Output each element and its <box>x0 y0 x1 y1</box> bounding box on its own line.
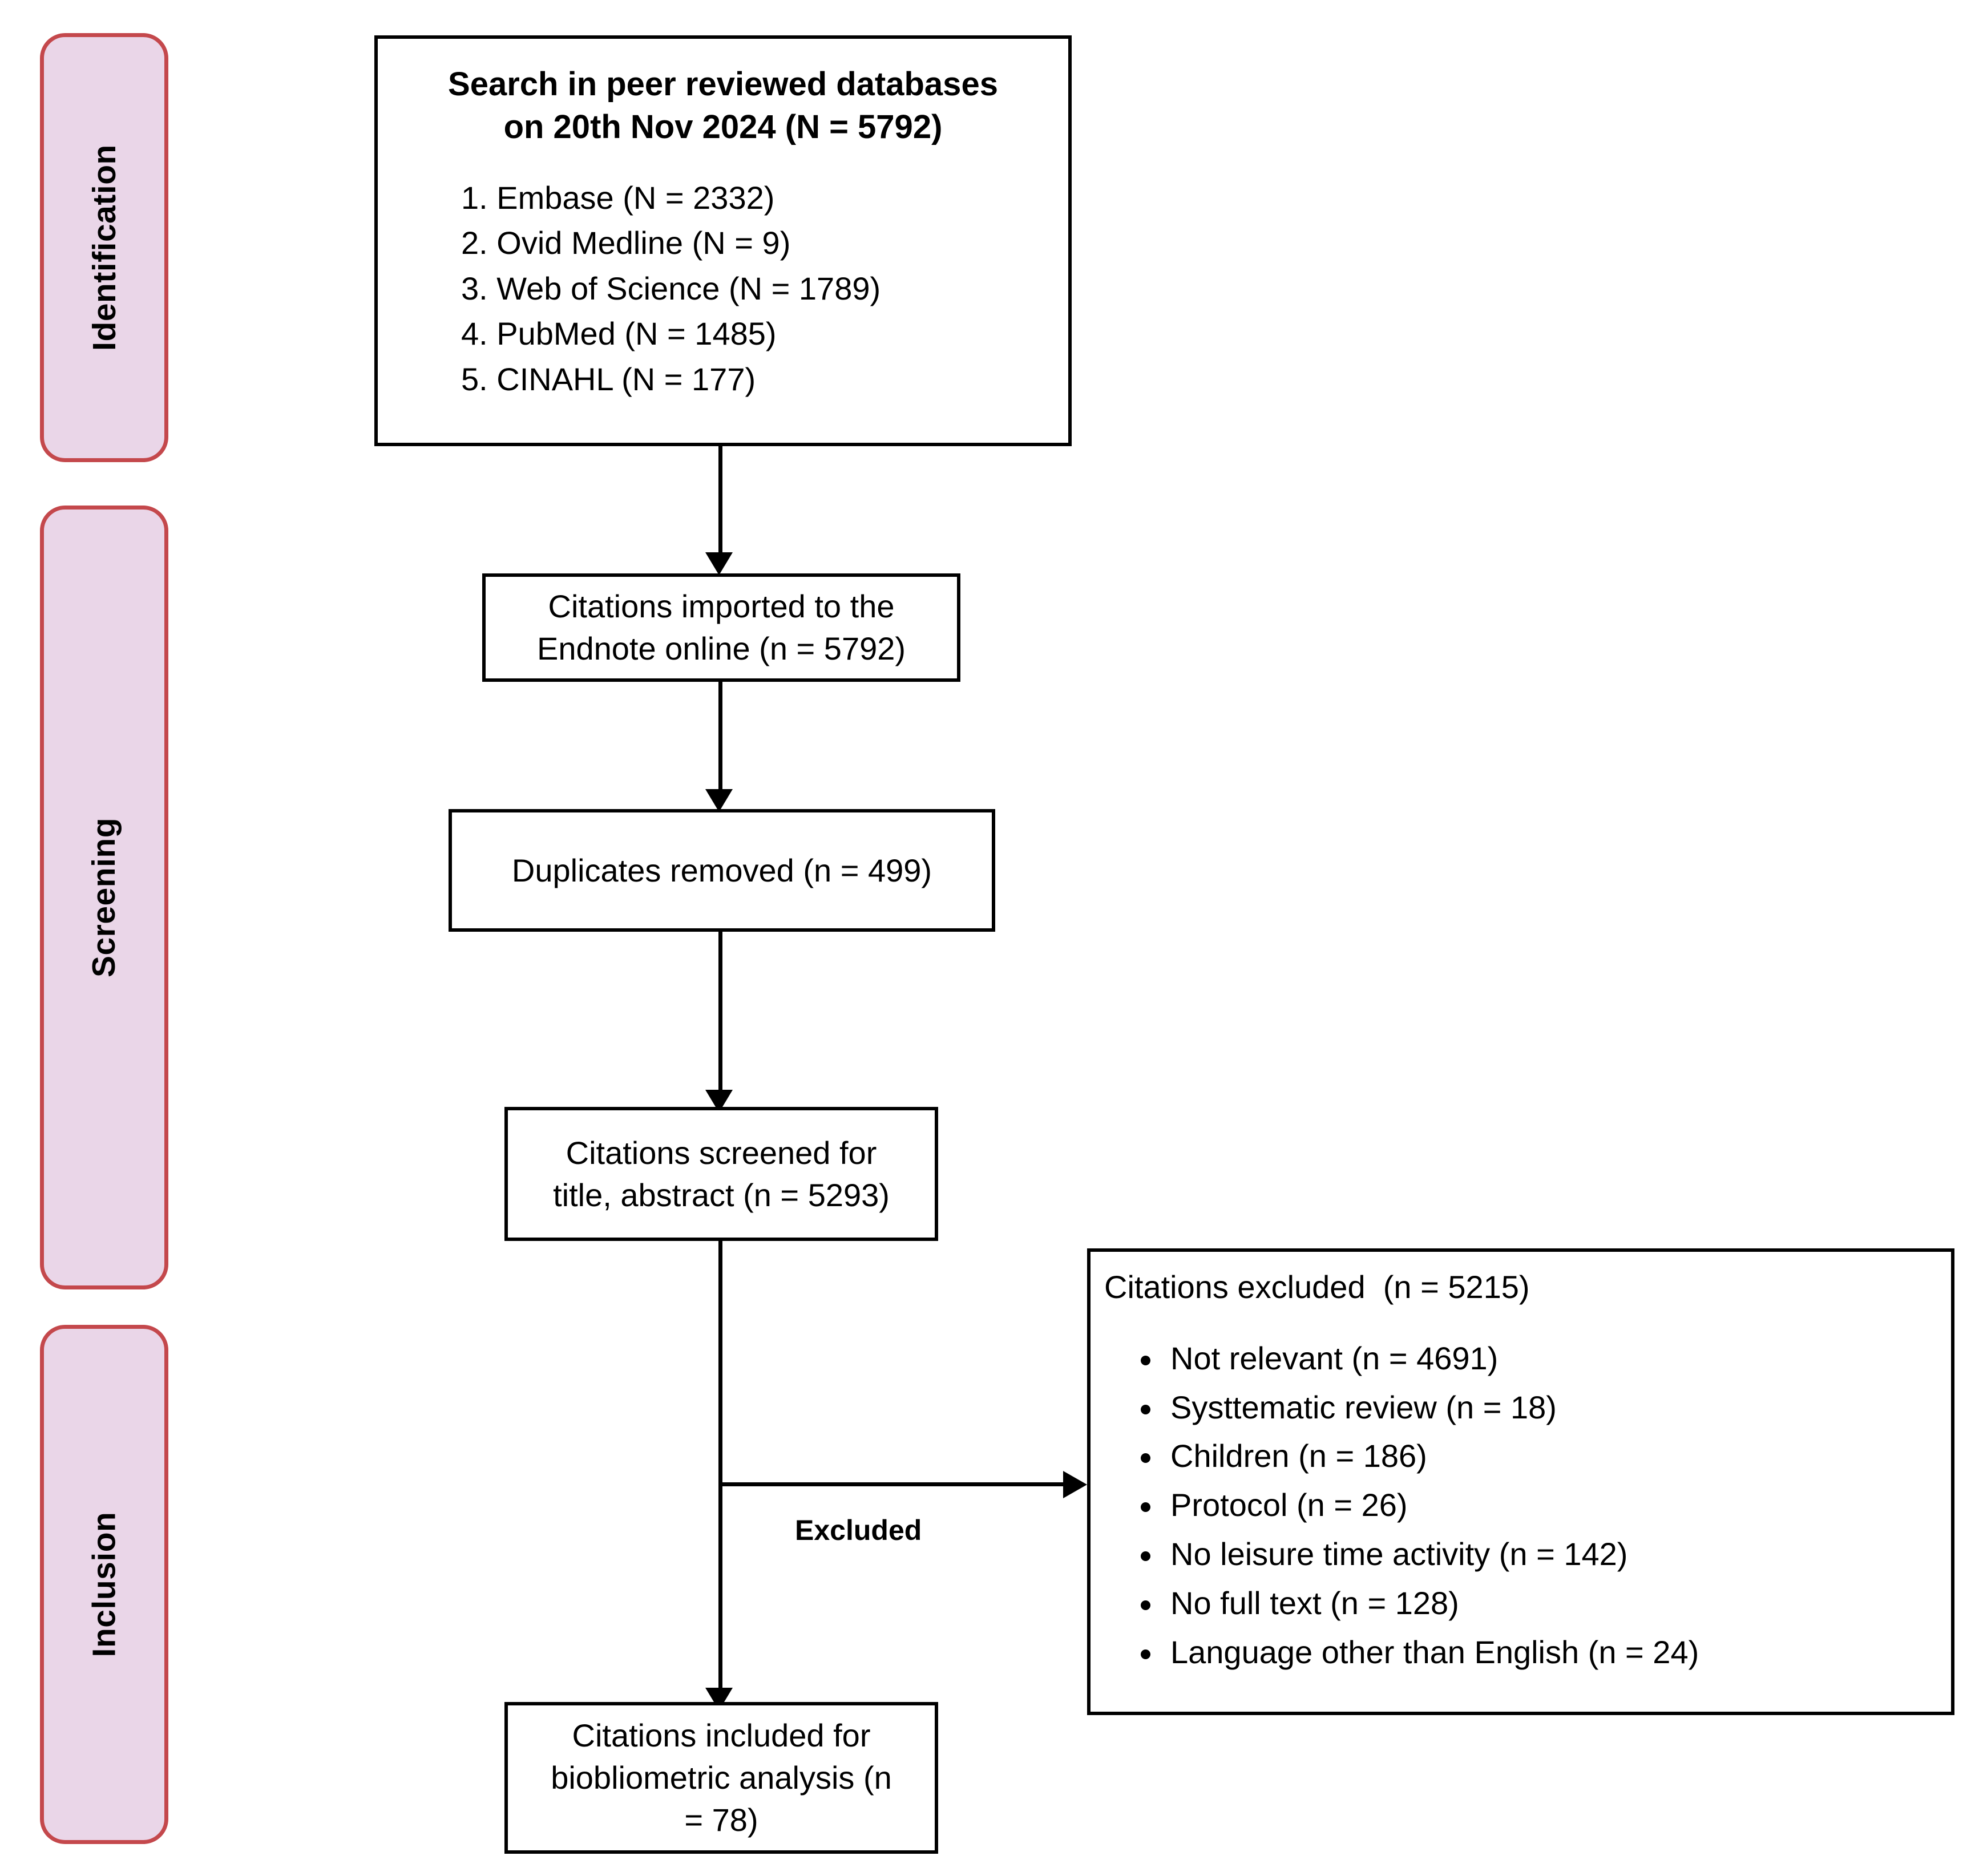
stage-identification-label: Identification <box>86 144 123 351</box>
exclusion-reason-list: Not relevant (n = 4691) Systtematic revi… <box>1104 1338 1699 1681</box>
excluded-heading: Citations excluded (n = 5215) <box>1104 1269 1530 1305</box>
exclusion-reason-item: No full text (n = 128) <box>1140 1583 1699 1624</box>
search-box-title-line2: on 20th Nov 2024 (N = 5792) <box>503 108 943 146</box>
stage-screening: Screening <box>40 506 168 1289</box>
stage-inclusion: Inclusion <box>40 1325 168 1844</box>
exclusion-reason-item: Children (n = 186) <box>1140 1436 1699 1477</box>
excluded-edge-label: Excluded <box>795 1514 922 1546</box>
citations-included-box: Citations included for biobliometric ana… <box>504 1702 938 1854</box>
stage-identification: Identification <box>40 33 168 462</box>
screened-line2: title, abstract (n = 5293) <box>553 1176 890 1213</box>
included-line3: = 78) <box>684 1801 758 1838</box>
stage-screening-label: Screening <box>86 817 123 978</box>
arrow-imported-to-duplicates <box>705 789 733 812</box>
database-item: 4. PubMed (N = 1485) <box>461 316 777 352</box>
database-item: 1. Embase (N = 2332) <box>461 179 775 216</box>
citations-imported-box: Citations imported to the Endnote online… <box>482 573 960 682</box>
included-line2: biobliometric analysis (n <box>551 1760 892 1796</box>
citations-excluded-box: Citations excluded (n = 5215) Not releva… <box>1087 1248 1954 1715</box>
connector-screened-to-excluded <box>718 1482 1067 1486</box>
duplicates-box-text: Duplicates removed (n = 499) <box>512 850 932 892</box>
arrow-search-to-imported <box>705 552 733 575</box>
screened-box-text: Citations screened for title, abstract (… <box>553 1132 890 1216</box>
database-item: 2. Ovid Medline (N = 9) <box>461 225 791 261</box>
exclusion-reason-item: Systtematic review (n = 18) <box>1140 1387 1699 1429</box>
database-item: 5. CINAHL (N = 177) <box>461 361 756 397</box>
search-box-title: Search in peer reviewed databases on 20t… <box>448 63 998 149</box>
database-item: 3. Web of Science (N = 1789) <box>461 270 881 306</box>
stage-inclusion-label: Inclusion <box>86 1511 123 1657</box>
imported-box-text: Citations imported to the Endnote online… <box>537 585 906 670</box>
connector-search-to-imported <box>718 446 722 556</box>
screened-line1: Citations screened for <box>566 1134 877 1171</box>
imported-line2: Endnote online (n = 5792) <box>536 630 906 666</box>
exclusion-reason-item: Language other than English (n = 24) <box>1140 1632 1699 1673</box>
connector-screened-to-included <box>718 1241 722 1692</box>
exclusion-reason-item: Not relevant (n = 4691) <box>1140 1338 1699 1380</box>
search-box-title-line1: Search in peer reviewed databases <box>448 66 998 103</box>
included-box-text: Citations included for biobliometric ana… <box>551 1715 892 1841</box>
imported-line1: Citations imported to the <box>548 588 895 625</box>
database-list: 1. Embase (N = 2332) 2. Ovid Medline (N … <box>461 175 881 402</box>
connector-imported-to-duplicates <box>718 682 722 793</box>
duplicates-removed-box: Duplicates removed (n = 499) <box>449 809 995 932</box>
citations-screened-box: Citations screened for title, abstract (… <box>504 1107 938 1241</box>
included-line1: Citations included for <box>572 1717 871 1754</box>
connector-duplicates-to-screened <box>718 932 722 1094</box>
arrow-screened-to-excluded <box>1063 1471 1087 1498</box>
duplicates-line1: Duplicates removed (n = 499) <box>511 852 932 888</box>
search-databases-box: Search in peer reviewed databases on 20t… <box>374 35 1072 446</box>
exclusion-reason-item: No leisure time activity (n = 142) <box>1140 1534 1699 1575</box>
exclusion-reason-item: Protocol (n = 26) <box>1140 1485 1699 1526</box>
